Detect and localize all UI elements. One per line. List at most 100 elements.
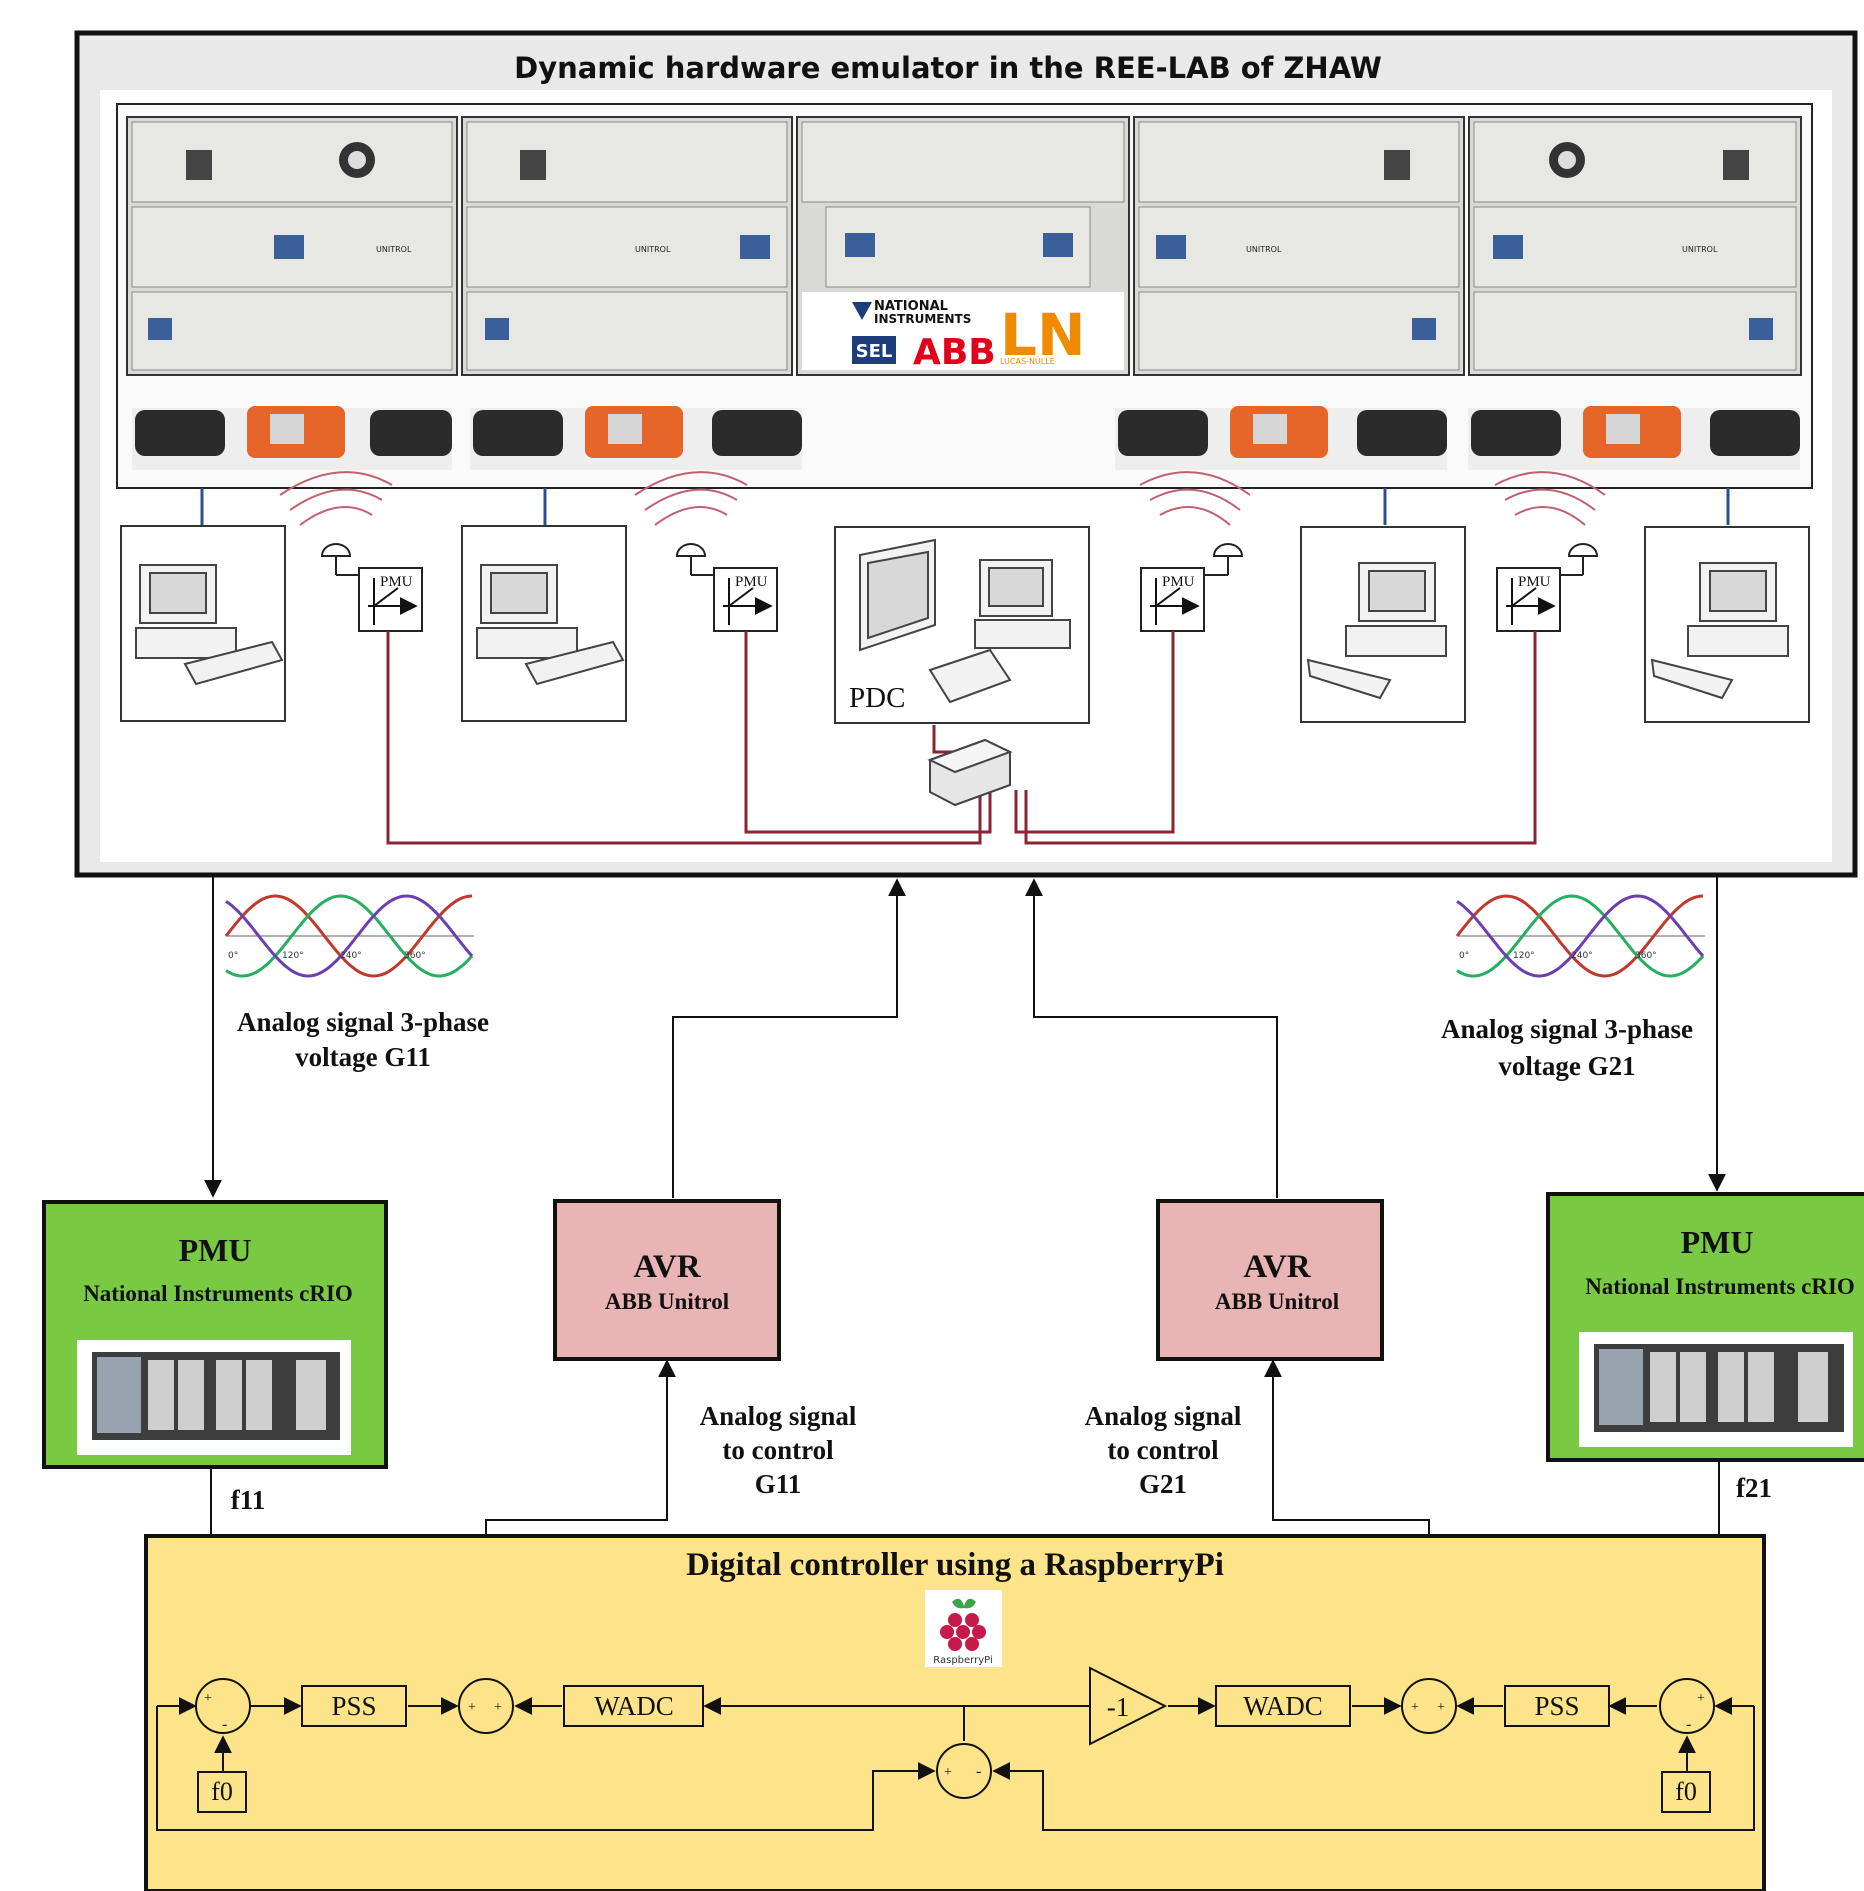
wadc-label: WADC (1243, 1691, 1323, 1721)
network-wiring (386, 631, 1537, 845)
machine-set-2 (470, 406, 802, 470)
panel-label-3: UNITROL (1246, 245, 1282, 254)
panel-label-1: UNITROL (376, 245, 412, 254)
sum-sign: + (1697, 1691, 1705, 1706)
wave-tick: 0° (228, 951, 238, 961)
pmu-block-title: PMU (179, 1232, 252, 1268)
gain-label: -1 (1107, 1692, 1130, 1722)
phase-wave-c (225, 894, 474, 978)
ni-logo-icon (852, 302, 872, 320)
pdc-label: PDC (849, 682, 905, 714)
avr-block-right: AVR ABB Unitrol (1156, 1199, 1384, 1361)
panel-label-4: UNITROL (1682, 245, 1718, 254)
pmu-block-title: PMU (1681, 1224, 1754, 1260)
computer-icon (859, 538, 1071, 704)
sum-sign: + (468, 1700, 476, 1715)
bench-panel-2: UNITROL (461, 116, 793, 376)
avr-block-title: AVR (1243, 1249, 1311, 1285)
pss-block-left: PSS (301, 1685, 407, 1727)
f0-label: f0 (211, 1777, 233, 1806)
computer-1 (120, 525, 286, 722)
gain-block: -1 (1089, 1666, 1168, 1746)
f11-label: f11 (231, 1485, 266, 1515)
antenna-icon (1567, 543, 1599, 557)
computer-icon (1306, 562, 1447, 700)
pmu-unit-4: PMU (1494, 471, 1606, 632)
phase-wave-b (225, 894, 474, 978)
ln-logo: LN (1000, 301, 1086, 369)
sel-logo-text: SEL (856, 341, 893, 362)
machine-set-4 (1468, 406, 1800, 470)
wadc-block-left: WADC (563, 1685, 704, 1727)
signal-label-right-1: Analog signal 3-phase (1441, 1014, 1693, 1044)
controller-wiring (156, 1697, 1755, 1831)
pss-label: PSS (1534, 1691, 1579, 1721)
sum-sign: + (204, 1691, 212, 1706)
avr-block-title: AVR (633, 1249, 701, 1285)
pss-label: PSS (331, 1691, 376, 1721)
sum-sign: + (494, 1700, 502, 1715)
pmu-unit-label: PMU (1162, 574, 1195, 590)
phase-wave-a (1455, 894, 1704, 978)
avr-block-left: AVR ABB Unitrol (553, 1199, 781, 1361)
phase-wave-c (1456, 894, 1705, 978)
pmu-block-subtitle: National Instruments cRIO (83, 1281, 353, 1306)
pmu-unit-3: PMU (1139, 471, 1251, 632)
pmu-block-right: PMU National Instruments cRIO (1546, 1192, 1864, 1462)
f0-label: f0 (1675, 1777, 1697, 1806)
abb-logo: ABB (913, 332, 996, 373)
ctrl-label-right-3: G21 (1139, 1469, 1187, 1499)
wave-tick: 0° (1459, 951, 1469, 961)
bench-panel-center: NATIONAL INSTRUMENTS SEL ABB LN LUCAS-NÜ… (796, 116, 1130, 376)
computer-3 (1300, 526, 1466, 723)
controller-title: Digital controller using a RaspberryPi (686, 1547, 1224, 1583)
computer-icon (476, 564, 625, 686)
pmu-unit-label: PMU (735, 574, 768, 590)
bench-links (200, 488, 1730, 525)
antenna-icon (675, 543, 707, 557)
ctrl-label-right-1: Analog signal (1085, 1401, 1242, 1431)
waveform-right: 0° 120° 240° 360° (1455, 888, 1707, 988)
sum-sign: + (1437, 1700, 1445, 1715)
signal-label-left-1: Analog signal 3-phase (237, 1007, 489, 1037)
ctrl-label-left-1: Analog signal (700, 1401, 857, 1431)
sum-sign: - (222, 1716, 227, 1733)
waveform-left: 0° 120° 240° 360° (224, 888, 476, 988)
controller-block: Digital controller using a RaspberryPi R… (144, 1534, 1766, 1891)
panel-label-2: UNITROL (635, 245, 671, 254)
sum-junction-4: + + (1401, 1678, 1457, 1734)
sum-junction-3: + - (936, 1743, 992, 1799)
sum-sign: + (1411, 1700, 1419, 1715)
raspberrypi-logo-text: RaspberryPi (933, 1655, 992, 1666)
wave-tick: 120° (1513, 951, 1535, 961)
ctrl-label-right-2: to control (1107, 1435, 1219, 1465)
bench-panel-5: UNITROL (1468, 116, 1802, 376)
raspberrypi-logo: RaspberryPi (925, 1590, 1002, 1667)
f21-label: f21 (1736, 1473, 1772, 1503)
pmu-unit-label: PMU (1518, 574, 1551, 590)
pdc-computer: PDC (834, 526, 1090, 724)
wave-tick: 240° (340, 951, 362, 961)
computer-icon (1650, 562, 1789, 700)
wadc-label: WADC (594, 1691, 674, 1721)
wave-tick: 120° (282, 951, 304, 961)
network-switch-icon (927, 738, 1013, 807)
antenna-icon (1212, 543, 1244, 557)
avr-block-subtitle: ABB Unitrol (1215, 1289, 1339, 1314)
emulator-title: Dynamic hardware emulator in the REE-LAB… (514, 51, 1382, 85)
crio-device-icon (92, 1352, 340, 1440)
pmu-unit-2: PMU (634, 471, 777, 632)
avr-block-subtitle: ABB Unitrol (605, 1289, 729, 1314)
machine-set-1 (132, 406, 452, 470)
sel-logo (852, 336, 896, 364)
pmu-unit-1: PMU (279, 471, 422, 632)
signal-label-left-2: voltage G11 (295, 1042, 431, 1072)
wave-tick: 360° (1635, 951, 1657, 961)
sum-sign: + (944, 1765, 952, 1780)
phase-wave-a (224, 894, 473, 978)
machine-set-3 (1115, 406, 1447, 470)
wave-tick: 360° (404, 951, 426, 961)
computer-icon (135, 564, 284, 686)
computer-2 (461, 525, 627, 722)
